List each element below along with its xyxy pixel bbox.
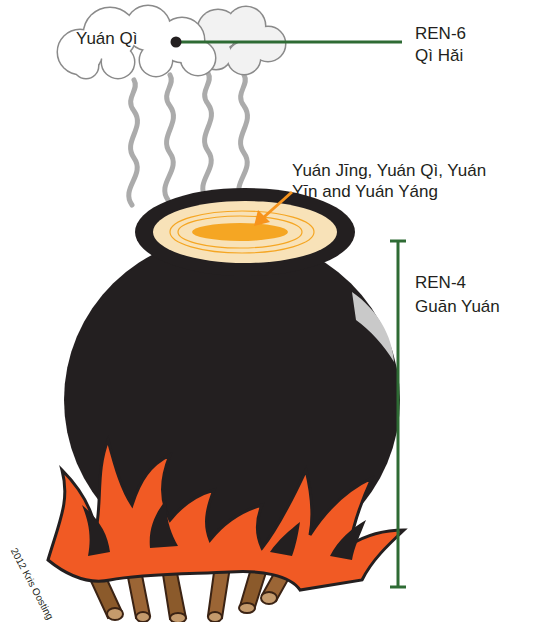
swirl-lines — [170, 211, 314, 253]
range-bracket — [390, 241, 406, 587]
node-text: Yuán Qì — [76, 28, 137, 49]
contents-note: Yuán Jīng, Yuán Qì, Yuán Yīn and Yuán Yá… — [292, 160, 514, 202]
point-name: Guān Yuán — [415, 296, 500, 317]
pot-highlight — [352, 292, 394, 362]
pot-rim — [135, 188, 355, 276]
point-name: Qì Hǎi — [415, 45, 463, 66]
steam — [129, 73, 248, 205]
pot-contents — [153, 201, 337, 263]
point-name: REN-6 — [415, 23, 466, 44]
copyright-watermark: 2012 Kris Oosting — [8, 546, 56, 622]
pointer-arrow — [254, 192, 292, 226]
pot-essence — [192, 223, 288, 241]
point-dot — [171, 37, 182, 48]
fire — [48, 440, 404, 590]
point-name: REN-4 — [415, 272, 466, 293]
cloud-node: Yuán Qì — [48, 4, 288, 80]
flame-detail — [82, 500, 366, 560]
leader-line — [176, 41, 402, 44]
